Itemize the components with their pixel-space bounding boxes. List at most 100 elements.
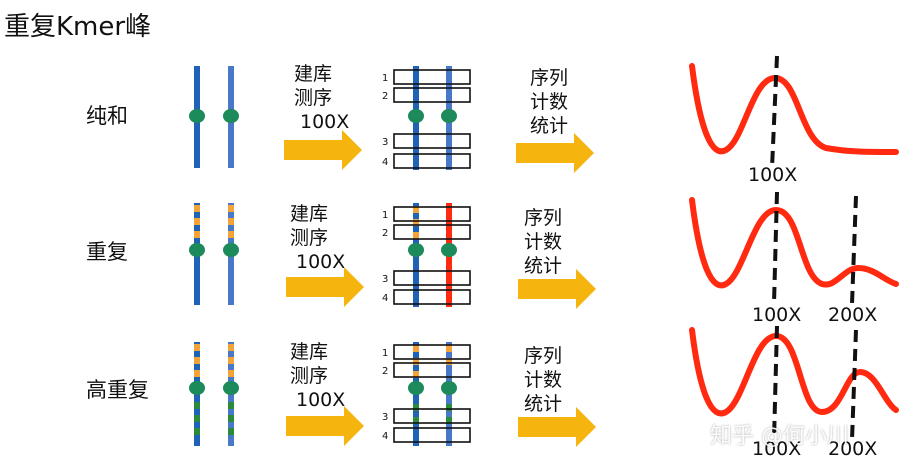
repeat-segment-green: [194, 428, 200, 435]
step2-label-row3: 序列 计数 统计: [524, 344, 562, 416]
read-number: 1: [382, 73, 388, 84]
step1-label-row3: 建库 测序 100X: [290, 340, 345, 412]
step2-line3: 统计: [530, 115, 569, 137]
repeat-segment: [194, 205, 200, 212]
read-box: [393, 344, 471, 360]
peak-label-row2-200x: 200X: [828, 304, 878, 326]
read-number: 2: [382, 228, 388, 239]
step1-line3: 100X: [296, 251, 346, 273]
step1-label-row2: 建库 测序 100X: [290, 202, 345, 274]
repeat-segment-green: [228, 415, 234, 422]
peak-label-row1-100x: 100X: [748, 164, 798, 186]
repeat-segment: [194, 370, 200, 377]
read-number: 3: [382, 137, 388, 148]
repeat-segment: [228, 205, 234, 212]
chromosome-pair-row2: [189, 203, 239, 305]
read-number: 2: [382, 91, 388, 102]
centromere: [441, 243, 457, 257]
read-number: 4: [382, 293, 388, 304]
read-number: 3: [382, 412, 388, 423]
arrow-step1-row3: [286, 406, 364, 446]
page-title: 重复Kmer峰: [4, 12, 152, 42]
repeat-segment: [194, 218, 200, 225]
step2-line3: 统计: [524, 393, 563, 415]
read-numbers: 1 2 3 4 1 2 3 4 1 2 3 4: [382, 73, 388, 442]
read-number: 2: [382, 366, 388, 377]
peak-label-row3-100x: 100X: [752, 438, 802, 460]
read-box: [393, 289, 471, 305]
peak-label-row3-200x: 200X: [828, 438, 878, 460]
centromere: [223, 381, 239, 395]
chromosome-pair-row3: [189, 342, 239, 446]
centromere: [441, 109, 457, 123]
arrow-step1-row1: [284, 130, 362, 170]
read-box: [393, 87, 471, 103]
centromere: [408, 109, 424, 123]
centromere: [223, 109, 239, 123]
peak-label-row2-100x: 100X: [752, 304, 802, 326]
peak-line-row3-200x: [850, 329, 858, 441]
step1-line2: 测序: [294, 87, 333, 109]
step2-label-row2: 序列 计数 统计: [524, 206, 562, 278]
read-number: 1: [382, 210, 388, 221]
read-box: [393, 206, 471, 222]
repeat-segment: [194, 344, 200, 351]
watermark: 知乎 @何小川: [710, 424, 849, 449]
read-number: 4: [382, 157, 388, 168]
step2-line2: 计数: [524, 231, 563, 253]
read-number: 4: [382, 431, 388, 442]
read-box: [393, 133, 471, 149]
centromere: [408, 243, 424, 257]
repeat-segment: [228, 344, 234, 351]
step2-line3: 统计: [524, 255, 563, 277]
curve-row3: [689, 327, 899, 417]
read-box: [393, 153, 471, 169]
read-number: 3: [382, 274, 388, 285]
kmer-curves: [689, 63, 899, 417]
peak-markers: [770, 55, 858, 441]
read-box: [393, 427, 471, 443]
step1-line3: 100X: [300, 111, 350, 133]
peak-line-row1-100x: [770, 55, 779, 169]
read-box: [393, 362, 471, 378]
centromere: [223, 243, 239, 257]
reads-panel-row1: [393, 66, 471, 170]
repeat-segment: [228, 370, 234, 377]
read-number: 1: [382, 348, 388, 359]
row-label-repeat: 重复: [86, 240, 128, 264]
peak-line-row2-200x: [850, 195, 858, 305]
step1-line1: 建库: [290, 203, 329, 225]
step2-line1: 序列: [524, 345, 563, 367]
read-box: [393, 69, 471, 85]
arrow-step1-row2: [286, 267, 364, 307]
arrow-step2-row3: [518, 407, 596, 447]
repeat-segment: [194, 231, 200, 238]
step1-line2: 测序: [290, 365, 329, 387]
repeat-segment: [228, 218, 234, 225]
repeat-segment: [194, 357, 200, 364]
repeat-segment: [228, 231, 234, 238]
repeat-segment-green: [228, 428, 234, 435]
centromere: [441, 381, 457, 395]
arrows: [284, 130, 596, 447]
arrow-step2-row1: [516, 133, 594, 173]
step1-line1: 建库: [294, 63, 333, 85]
step2-line1: 序列: [530, 67, 569, 89]
repeat-segment: [228, 357, 234, 364]
step1-label-row1: 建库 测序 100X: [294, 62, 349, 134]
row-label-high-repeat: 高重复: [86, 378, 149, 402]
curve-row2: [689, 197, 899, 289]
read-box: [393, 270, 471, 286]
centromere: [189, 109, 205, 123]
step2-line2: 计数: [530, 91, 569, 113]
reads-panel-row3: [393, 342, 471, 446]
chromosome-pair-row1: [189, 66, 239, 168]
step1-line3: 100X: [296, 389, 346, 411]
read-box: [393, 224, 471, 240]
arrow-step2-row2: [518, 269, 596, 309]
reads-panel-row2: [393, 203, 471, 307]
peak-line-row3-100x: [772, 325, 779, 441]
centromere: [189, 381, 205, 395]
read-box: [393, 408, 471, 424]
repeat-segment-green: [194, 415, 200, 422]
